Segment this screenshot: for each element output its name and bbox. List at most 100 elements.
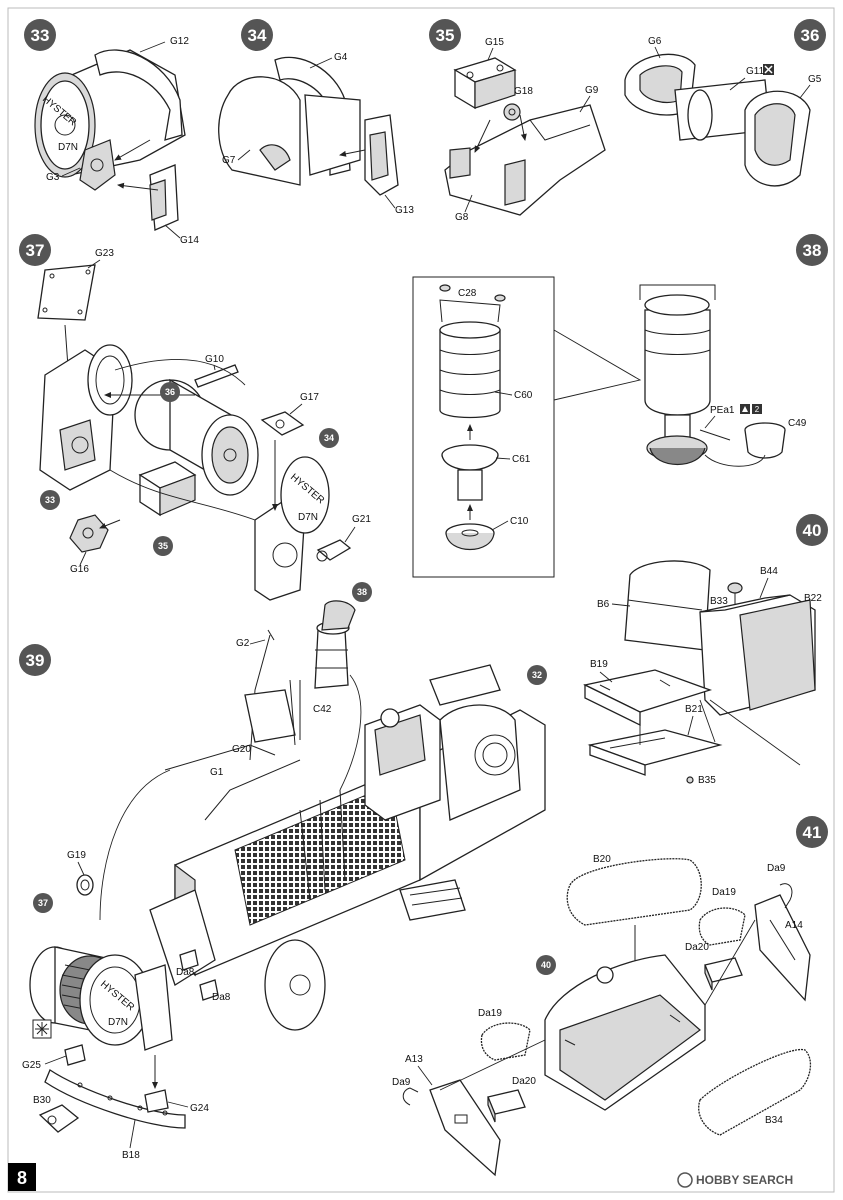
cushion-b34 <box>698 1048 812 1136</box>
guide-line <box>639 699 801 766</box>
label-b35: B35 <box>698 775 716 786</box>
ref-badge-34: 34 <box>319 428 339 448</box>
side-panel-a14 <box>754 894 811 1002</box>
part-b35 <box>686 776 694 784</box>
svg-text:34: 34 <box>324 433 334 443</box>
lever-g2 <box>249 629 275 761</box>
label-g12: G12 <box>170 36 189 47</box>
gearbox-housing <box>39 344 133 491</box>
label-g23: G23 <box>95 248 114 259</box>
step-36: 36 G6 G11 G5 <box>624 19 826 187</box>
guide-arrow <box>99 519 121 529</box>
svg-text:38: 38 <box>803 241 822 260</box>
d7n-logo: D7N <box>298 512 318 523</box>
floor-b19 <box>583 669 713 727</box>
drum-assembly <box>624 53 811 187</box>
label-g1: G1 <box>210 767 224 778</box>
page-border <box>7 7 835 1193</box>
callout-pointer <box>553 329 642 401</box>
part-c10 <box>445 523 495 551</box>
label-b6: B6 <box>597 599 610 610</box>
svg-text:41: 41 <box>803 823 822 842</box>
part-c60-cylinder <box>439 299 501 419</box>
part-g18 <box>503 103 521 121</box>
step-35: 35 G15 G18 G9 G8 <box>429 19 606 223</box>
step-38-badge: 38 <box>796 234 828 266</box>
label-g7: G7 <box>222 155 236 166</box>
step-34: 34 G4 G7 G13 <box>218 19 414 216</box>
part-g11-icon-box <box>763 64 774 75</box>
label-c60: C60 <box>514 390 533 401</box>
part-g25 <box>64 1044 86 1066</box>
step-41: 41 40 <box>392 816 828 1177</box>
part-c61 <box>441 444 499 501</box>
label-b34: B34 <box>765 1115 783 1126</box>
label-g17: G17 <box>300 392 319 403</box>
label-b33: B33 <box>710 596 728 607</box>
label-g21: G21 <box>352 514 371 525</box>
guide-arrow <box>474 119 491 153</box>
label-b21: B21 <box>685 704 703 715</box>
step-37-badge: 37 <box>19 234 51 266</box>
two-pcs-icon <box>752 404 762 414</box>
part-da9-left <box>402 1087 419 1106</box>
part-c28 <box>439 284 506 302</box>
guide-arrow <box>114 139 151 161</box>
cable-cut-icon <box>32 1019 52 1039</box>
svg-text:37: 37 <box>38 898 48 908</box>
seat-box-ref <box>544 954 706 1111</box>
guide-arrow <box>339 149 366 157</box>
label-g16: G16 <box>70 564 89 575</box>
panel-b44-b22 <box>699 594 816 716</box>
part-g17 <box>260 411 305 436</box>
svg-text:40: 40 <box>541 960 551 970</box>
ref-badge-40: 40 <box>536 955 556 975</box>
label-g5: G5 <box>808 74 822 85</box>
step-39-badge: 39 <box>19 644 51 676</box>
part-g19 <box>76 874 94 896</box>
step-36-badge: 36 <box>794 19 826 51</box>
step-40-badge: 40 <box>796 514 828 546</box>
shaft-g10 <box>194 364 239 388</box>
label-b30: B30 <box>33 1095 51 1106</box>
side-panel-a13 <box>429 1079 501 1177</box>
label-da19-left: Da19 <box>478 1008 502 1019</box>
rod-g1 <box>164 744 301 821</box>
step-33-badge: 33 <box>24 19 56 51</box>
step-35-badge: 35 <box>429 19 461 51</box>
winch-frame-g8-g9 <box>444 104 606 216</box>
label-g3: G3 <box>46 172 60 183</box>
seat-frame-b6 <box>624 560 711 651</box>
watermark: HOBBY SEARCH <box>677 1172 793 1188</box>
svg-text:39: 39 <box>26 651 45 670</box>
fender-side-plate <box>218 56 361 186</box>
label-b20: B20 <box>593 854 611 865</box>
label-g11: G11 <box>746 66 765 77</box>
ref-badge-38: 38 <box>352 582 372 602</box>
step-40: 40 B44 B33 B22 <box>583 514 828 786</box>
part-da9-right <box>779 883 793 909</box>
svg-text:36: 36 <box>165 387 175 397</box>
label-da9-right: Da9 <box>767 863 786 874</box>
step-41-badge: 41 <box>796 816 828 848</box>
svg-text:33: 33 <box>45 495 55 505</box>
svg-text:2: 2 <box>755 405 760 414</box>
label-b19: B19 <box>590 659 608 670</box>
label-g9: G9 <box>585 85 599 96</box>
lever-linkage-g20 <box>244 679 301 746</box>
guide-line <box>99 769 171 921</box>
svg-text:HOBBY SEARCH: HOBBY SEARCH <box>696 1173 793 1187</box>
label-da9-left: Da9 <box>392 1077 411 1088</box>
label-g20: G20 <box>232 744 251 755</box>
guide-arrow <box>117 182 159 191</box>
watermark-logo-icon <box>677 1172 693 1188</box>
part-g15-block <box>453 57 517 110</box>
label-b18: B18 <box>122 1150 140 1161</box>
label-g14: G14 <box>180 235 199 246</box>
d7n-logo: D7N <box>58 142 78 153</box>
step-34-badge: 34 <box>241 19 273 51</box>
svg-text:33: 33 <box>31 26 50 45</box>
label-da20-left: Da20 <box>512 1076 536 1087</box>
block-ref <box>138 461 197 517</box>
